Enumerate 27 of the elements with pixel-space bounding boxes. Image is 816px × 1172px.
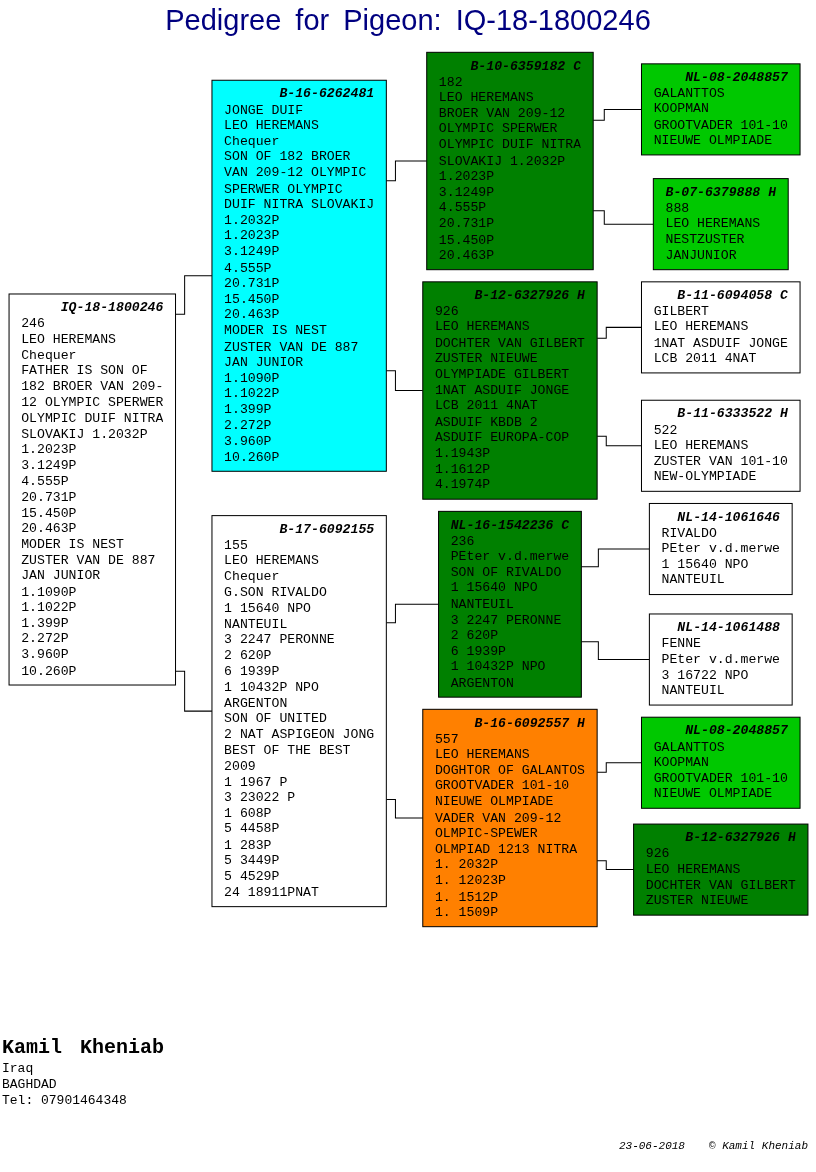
city-text: BAGHDAD <box>2 1077 58 1093</box>
node-box: B-07-6379888 H 888 LEO HEREMANS NESTZUSTER JANJUNIOR <box>652 178 789 271</box>
node-box: B-10-6359182 C 182 LEO HEREMANS BROER VAN 209-12 OLYMPIC SPERWER OLYMPIC DUIF NITRA SLOVAKIJ 1.2032P 1.2023P 3.1249P 4.555P 20.731P 15.450P 20.463P <box>425 51 594 271</box>
owner-name: Kamil Kheniab <box>2 1036 165 1059</box>
node-box: B-11-6333522 H 522 LEO HEREMANS ZUSTER VAN 101-10 NEW-OLYMPIADE <box>640 399 801 492</box>
print-date: 23-06-2018 <box>618 1140 685 1152</box>
node-box: NL-08-2048857 GALANTTOS KOOPMAN GROOTVADER 101-10 NIEUWE OLMPIADE <box>640 716 801 809</box>
connector <box>385 370 423 392</box>
connector <box>596 860 634 871</box>
copyright-note: © Kamil Kheniab <box>708 1140 808 1152</box>
node-box: B-16-6092557 H 557 LEO HEREMANS DOGHTOR OF GALANTOS GROOTVADER 101-10 NIEUWE OLMPIADE VADER VAN 209-12 OLMPIC-SPEWER OLMPIAD 1213 NITRA 1. 2032P 1. 12023P 1. 1512P 1. 1509P <box>421 708 598 928</box>
node-box: B-17-6092155 155 LEO HEREMANS Chequer G.SON RIVALDO 1 15640 NPO NANTEUIL 3 2247 PERONNE 2 620P 6 1939P 1 10432P NPO ARGENTON SON OF UNITED 2 NAT ASPIGEON JONG BEST OF THE BEST 2009 1 1967 P 3 23022 P 1 608P 5 4458P 1 283P 5 3449P 5 4529P 24 18911PNAT <box>210 515 387 908</box>
connector <box>385 799 423 819</box>
node-box: B-16-6262481 JONGE DUIF LEO HEREMANS Chequer SON OF 182 BROER VAN 209-12 OLYMPIC SPERWER OLYMPIC DUIF NITRA SLOVAKIJ 1.2032P 1.2023P 3.1249P 4.555P 20.731P 15.450P 20.463P MODER IS NEST ZUSTER VAN DE 887 JAN JUNIOR 1.1090P 1.1022P 1.399P 2.272P 3.960P 10.260P <box>210 79 387 472</box>
node-box: NL-14-1061646 RIVALDO PEter v.d.merwe 1 15640 NPO NANTEUIL <box>648 502 793 596</box>
node-box: NL-16-1542236 C 236 PEter v.d.merwe SON OF RIVALDO 1 15640 NPO NANTEUIL 3 2247 PERONNE 2 620P 6 1939P 1 10432P NPO ARGENTON <box>437 510 582 698</box>
country-text: Iraq <box>2 1061 35 1077</box>
node-box: B-12-6327926 H 926 LEO HEREMANS DOCHTER VAN GILBERT ZUSTER NIEUWE <box>632 823 808 916</box>
node-box: NL-08-2048857 GALANTTOS KOOPMAN GROOTVADER 101-10 NIEUWE OLMPIADE <box>640 63 801 156</box>
node-box: B-12-6327926 H 926 LEO HEREMANS DOCHTER VAN GILBERT ZUSTER NIEUWE OLYMPIADE GILBERT 1NAT ASDUIF JONGE LCB 2011 4NAT ASDUIF KBDB 2 ASDUIF EUROPA-COP 1.1943P 1.1612P 4.1974P <box>421 281 598 500</box>
connector <box>385 603 439 624</box>
node-box: NL-14-1061488 FENNE PEter v.d.merwe 3 16722 NPO NANTEUIL <box>648 613 793 706</box>
node-box: B-11-6094058 C GILBERT LEO HEREMANS 1NAT ASDUIF JONGE LCB 2011 4NAT <box>640 281 801 374</box>
node-box: IQ-18-1800246 246 LEO HEREMANS Chequer FATHER IS SON OF 182 BROER VAN 209- 12 OLYMPIC SPERWER OLYMPIC DUIF NITRA SLOVAKIJ 1.2032P 1.2023P 3.1249P 4.555P 20.731P 15.450P 20.463P MODER IS NEST ZUSTER VAN DE 887 JAN JUNIOR 1.1090P 1.1022P 1.399P 2.272P 3.960P 10.260P <box>8 293 176 686</box>
connector <box>385 160 427 182</box>
phone-number: Tel: 07901464348 <box>2 1093 128 1109</box>
title: Pedigree for Pigeon: IQ-18-1800246 <box>164 4 652 37</box>
